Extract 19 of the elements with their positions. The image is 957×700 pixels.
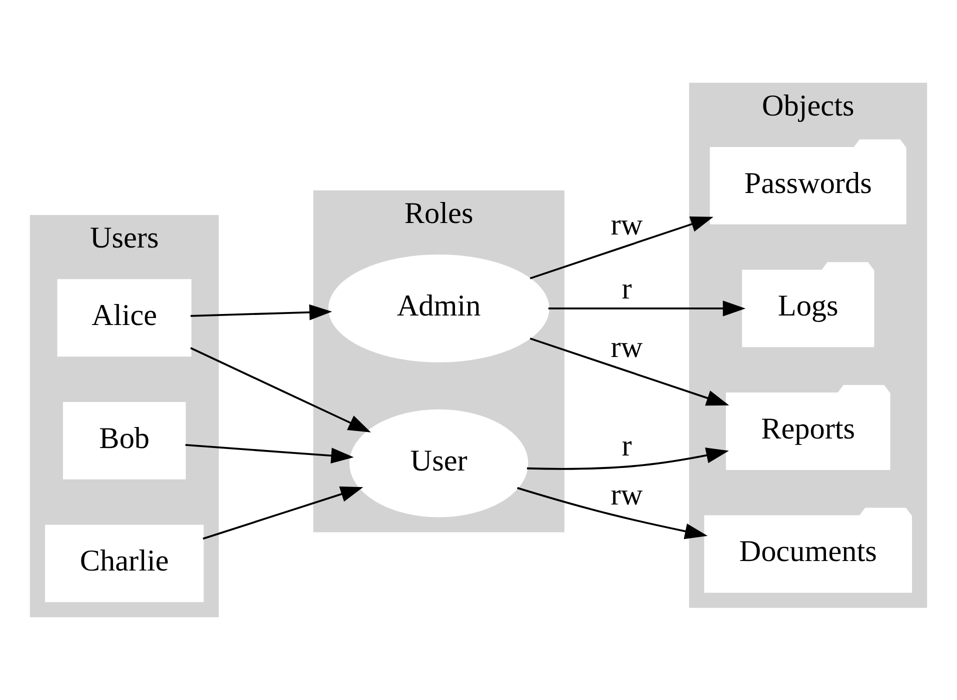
edge-label: rw <box>610 330 643 364</box>
arrow <box>530 216 714 280</box>
edge-label: r <box>622 272 632 306</box>
arrow <box>185 444 354 464</box>
node-box: Bob <box>62 402 186 480</box>
arrow <box>190 304 332 320</box>
node-box: Charlie <box>45 524 204 602</box>
arrow <box>190 347 371 432</box>
edge-label: r <box>622 428 632 462</box>
edge-label: rw <box>610 207 643 242</box>
node-ellipse: User <box>349 409 528 518</box>
arrow <box>517 487 708 540</box>
node-box: Alice <box>57 279 192 357</box>
arrow <box>202 486 364 540</box>
node-ellipse: Admin <box>328 254 550 362</box>
arrow <box>548 300 746 316</box>
arrow <box>526 448 729 470</box>
arrow <box>530 338 730 406</box>
edge-label: rw <box>610 478 643 512</box>
